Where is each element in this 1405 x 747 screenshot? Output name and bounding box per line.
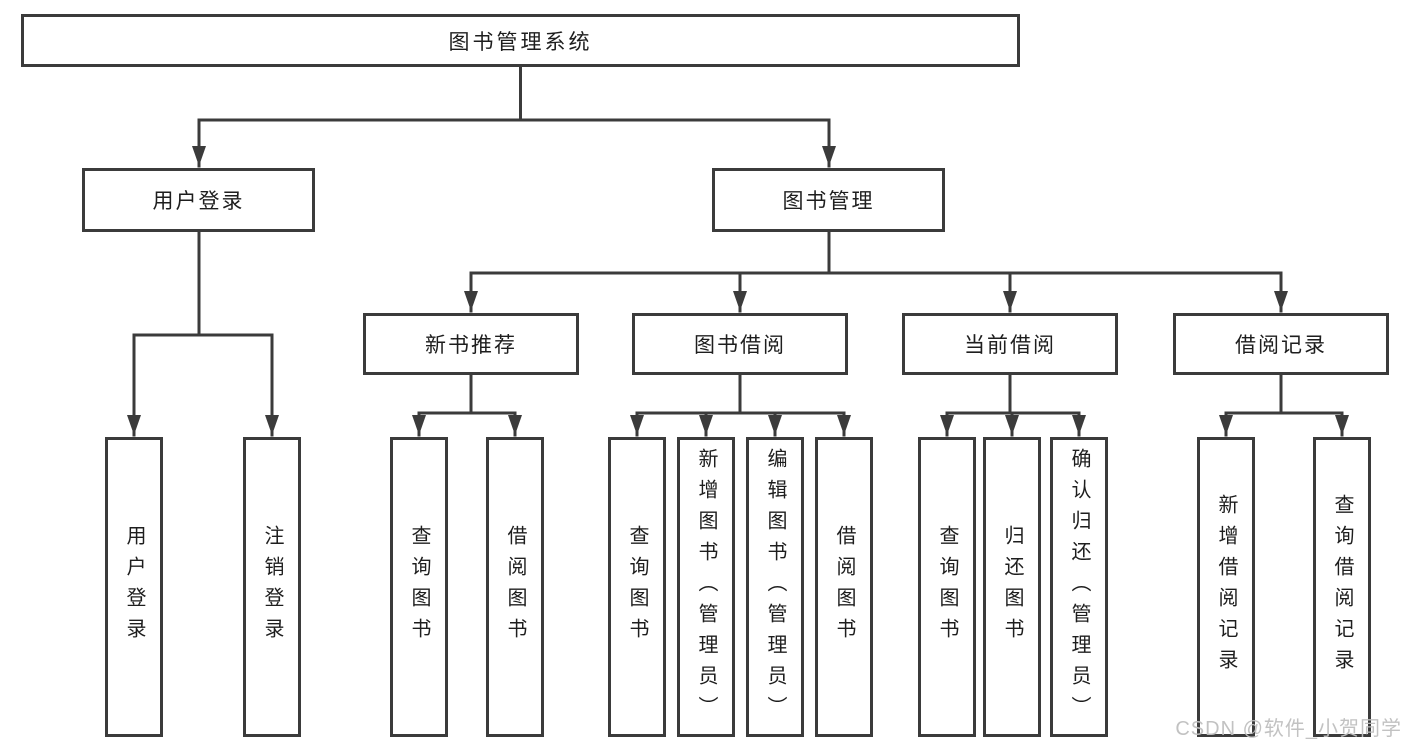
leaf-borrow-books: 借阅图书 [815,437,873,737]
node-label: 用户登录 [152,190,245,213]
leaf-query-borrow-record: 查询借阅记录 [1313,437,1371,737]
node-label: 用户登录 [123,525,145,649]
node-label: 查询图书 [936,525,958,649]
node-label: 新增图书（管理员） [695,447,717,727]
leaf-add-book-admin: 新增图书（管理员） [677,437,735,737]
leaf-edit-book-admin: 编辑图书（管理员） [746,437,804,737]
leaf-return-books: 归还图书 [983,437,1041,737]
node-book-borrowing: 图书借阅 [632,313,848,375]
node-label: 借阅图书 [833,525,855,649]
node-book-management: 图书管理 [712,168,945,232]
leaf-logout: 注销登录 [243,437,301,737]
leaf-query-books-recommend: 查询图书 [390,437,448,737]
node-label: 借阅图书 [504,525,526,649]
node-label: 查询图书 [408,525,430,649]
node-current-borrowing: 当前借阅 [902,313,1118,375]
node-label: 借阅记录 [1235,334,1327,357]
node-user-login: 用户登录 [82,168,315,232]
node-label: 图书借阅 [694,334,786,357]
leaf-confirm-return-admin: 确认归还（管理员） [1050,437,1108,737]
node-label: 编辑图书（管理员） [764,447,786,727]
node-new-book-recommend: 新书推荐 [363,313,579,375]
node-label: 当前借阅 [964,334,1056,357]
leaf-borrow-books-recommend: 借阅图书 [486,437,544,737]
node-label: 查询图书 [626,525,648,649]
node-library-management-system: 图书管理系统 [21,14,1020,67]
leaf-user-login: 用户登录 [105,437,163,737]
node-label: 确认归还（管理员） [1068,447,1090,727]
node-label: 注销登录 [261,525,283,649]
node-label: 新书推荐 [425,334,517,357]
node-label: 图书管理系统 [448,30,593,54]
node-label: 归还图书 [1001,525,1023,649]
csdn-watermark: CSDN @软件_小贺同学 [1175,718,1402,740]
leaf-query-books-borrow: 查询图书 [608,437,666,737]
node-label: 查询借阅记录 [1331,494,1353,680]
leaf-query-books-current: 查询图书 [918,437,976,737]
node-borrowing-records: 借阅记录 [1173,313,1389,375]
node-label: 新增借阅记录 [1215,494,1237,680]
node-label: 图书管理 [782,190,875,213]
leaf-add-borrow-record: 新增借阅记录 [1197,437,1255,737]
